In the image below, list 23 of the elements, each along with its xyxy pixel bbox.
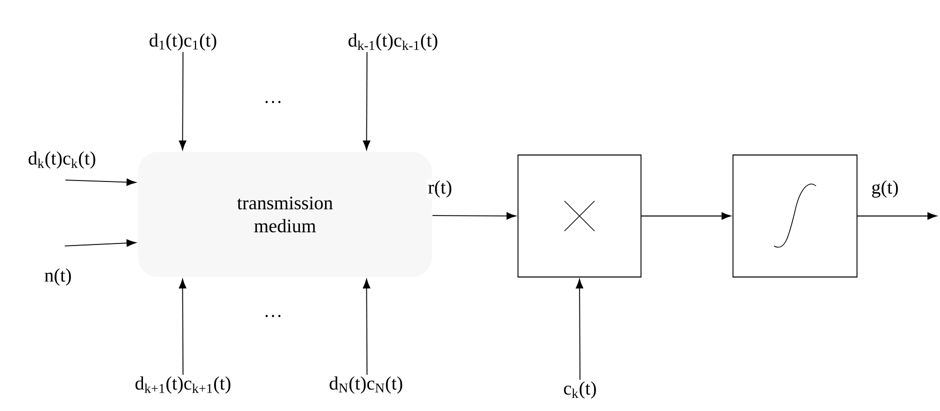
signal-label: d$_{k+1}$(t)c$_{k+1}$(t) — [136, 376, 230, 394]
signal-label: c$_{k}$(t) — [564, 381, 596, 399]
edge-label: r(t) — [426, 179, 454, 199]
arrow — [178, 278, 186, 376]
arrow — [178, 52, 186, 150]
multiplier-box — [518, 154, 642, 278]
signal-label: d$_{N}$(t)c$_{N}$(t) — [330, 376, 402, 394]
signal-label: d$_{k}$(t)c$_{k}$(t) — [28, 151, 96, 169]
arrow — [857, 212, 937, 220]
arrow — [362, 278, 370, 376]
arrow — [64, 239, 136, 247]
signal-label: d$_{k-1}$(t)c$_{k-1}$(t) — [348, 33, 438, 51]
edge-label: g(t) — [870, 179, 900, 199]
ellipsis: … — [266, 100, 280, 104]
signal-label: n(t) — [44, 268, 71, 286]
ellipsis: … — [266, 314, 280, 318]
arrow — [432, 212, 516, 220]
arrow — [576, 278, 584, 380]
integrator-box — [732, 154, 858, 278]
arrow — [641, 212, 732, 220]
arrow — [362, 52, 370, 150]
arrow — [65, 178, 136, 186]
signal-label: d$_{1}$(t)c$_{1}$(t) — [150, 33, 216, 51]
